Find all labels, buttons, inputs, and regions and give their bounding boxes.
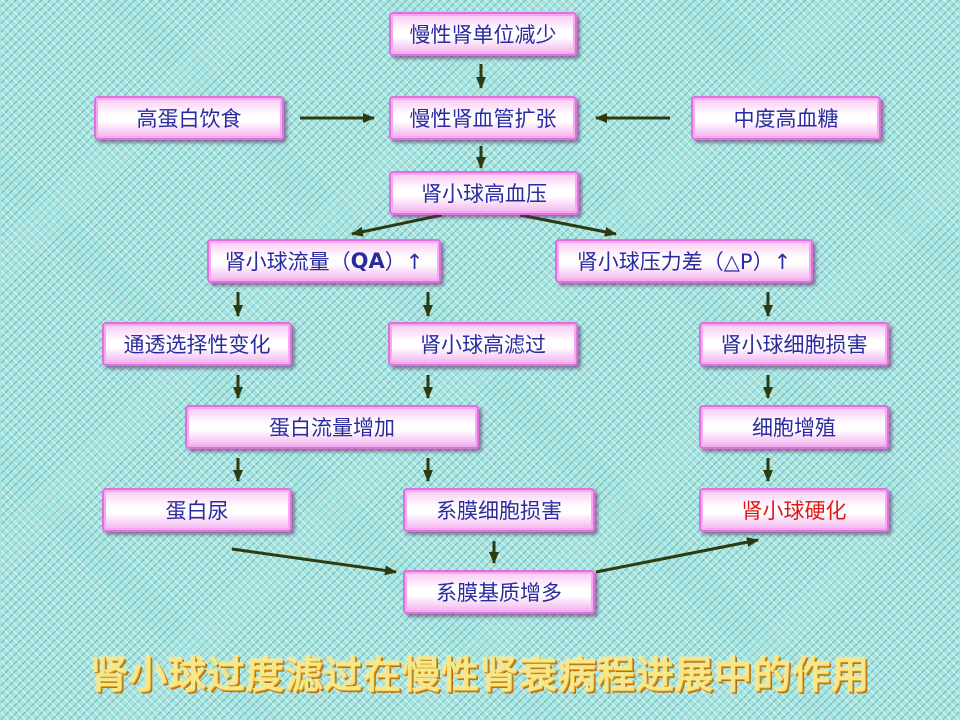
node-proteinuria: 蛋白尿 bbox=[102, 488, 292, 532]
node-glomerulosclerosis: 肾小球硬化 bbox=[699, 488, 889, 532]
node-label: 高蛋白饮食 bbox=[136, 107, 242, 131]
node-label: 肾小球高滤过 bbox=[420, 333, 546, 357]
node-glomerular-flow: 肾小球流量（QA）↑ bbox=[207, 239, 441, 283]
node-chronic-nephron-reduction: 慢性肾单位减少 bbox=[389, 12, 577, 56]
arrow-hypertension-to-flow bbox=[351, 213, 443, 237]
arrow-proteinuria-to-matrix bbox=[231, 547, 397, 576]
node-glomerular-cell-damage: 肾小球细胞损害 bbox=[699, 322, 889, 366]
node-mesangial-matrix-increase: 系膜基质增多 bbox=[403, 570, 595, 614]
node-label: 细胞增殖 bbox=[752, 416, 836, 440]
node-label: 系膜基质增多 bbox=[436, 581, 562, 605]
node-label: 肾小球压力差（△P）↑ bbox=[576, 250, 792, 274]
arrow-hypertension-to-pressure bbox=[519, 213, 617, 237]
node-label-qa: QA bbox=[350, 249, 385, 273]
node-label: 肾小球细胞损害 bbox=[720, 333, 868, 357]
node-high-protein-diet: 高蛋白饮食 bbox=[94, 96, 284, 140]
node-label: 中度高血糖 bbox=[733, 107, 839, 131]
node-glomerular-hypertension: 肾小球高血压 bbox=[389, 171, 579, 215]
node-moderate-hyperglycemia: 中度高血糖 bbox=[691, 96, 881, 140]
node-label: 肾小球硬化 bbox=[741, 499, 847, 523]
slide-title: 肾小球过度滤过在慢性肾衰病程进展中的作用 bbox=[89, 653, 870, 697]
node-permselectivity-change: 通透选择性变化 bbox=[102, 322, 292, 366]
node-label: 系膜细胞损害 bbox=[436, 499, 562, 523]
node-label-prefix: 肾小球流量（ bbox=[224, 250, 351, 274]
node-glomerular-pressure-diff: 肾小球压力差（△P）↑ bbox=[555, 239, 813, 283]
node-label: 蛋白流量增加 bbox=[269, 416, 395, 440]
node-label: 肾小球高血压 bbox=[421, 182, 547, 206]
node-protein-flux-increase: 蛋白流量增加 bbox=[185, 405, 479, 449]
node-mesangial-cell-damage: 系膜细胞损害 bbox=[403, 488, 595, 532]
node-chronic-renal-vasodilation: 慢性肾血管扩张 bbox=[389, 96, 577, 140]
node-glomerular-hyperfiltration: 肾小球高滤过 bbox=[388, 322, 578, 366]
node-label: 慢性肾单位减少 bbox=[409, 23, 557, 47]
node-label: 慢性肾血管扩张 bbox=[409, 107, 557, 131]
arrow-matrix-to-sclerosis bbox=[595, 537, 759, 574]
node-label: 通透选择性变化 bbox=[123, 333, 271, 357]
node-label-suffix: ）↑ bbox=[384, 250, 424, 274]
node-cell-proliferation: 细胞增殖 bbox=[699, 405, 889, 449]
node-label: 蛋白尿 bbox=[165, 499, 229, 523]
